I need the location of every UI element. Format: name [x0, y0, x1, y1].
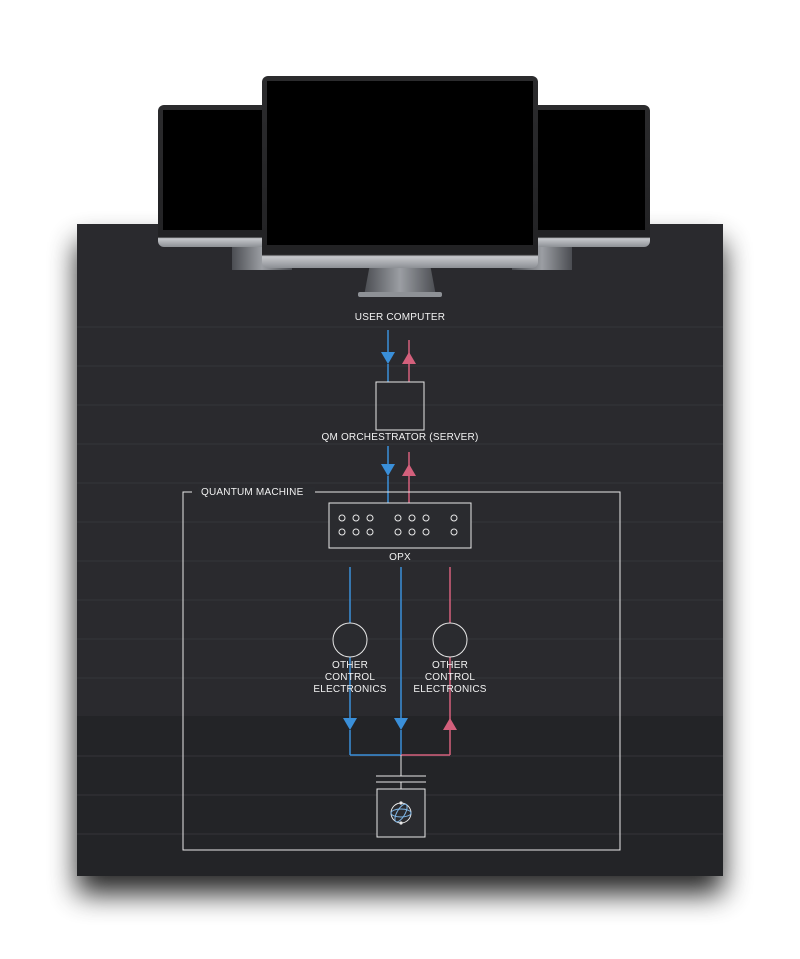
orchestrator-server-box: [375, 381, 425, 431]
orchestrator-label: QM ORCHESTRATOR (SERVER): [321, 432, 479, 443]
opx-device: [328, 502, 472, 549]
opx-ports: [338, 514, 458, 536]
other-control-electronics-left: [332, 622, 368, 658]
imac-monitor-icon: [262, 76, 538, 297]
other-electronics-left-label: OTHER CONTROL ELECTRONICS: [313, 660, 387, 695]
opx-label: OPX: [389, 552, 411, 563]
orchestrator-opx-links: [381, 446, 416, 503]
computer-orchestrator-links: [381, 330, 416, 382]
other-control-electronics-right: [432, 622, 468, 658]
qubit-chip-icon: [376, 775, 426, 838]
quantum-machine-label: QUANTUM MACHINE: [198, 487, 315, 499]
other-electronics-right-label: OTHER CONTROL ELECTRONICS: [413, 660, 487, 695]
quantum-machine-boundary: [182, 491, 621, 851]
user-computer-label: USER COMPUTER: [354, 312, 446, 323]
